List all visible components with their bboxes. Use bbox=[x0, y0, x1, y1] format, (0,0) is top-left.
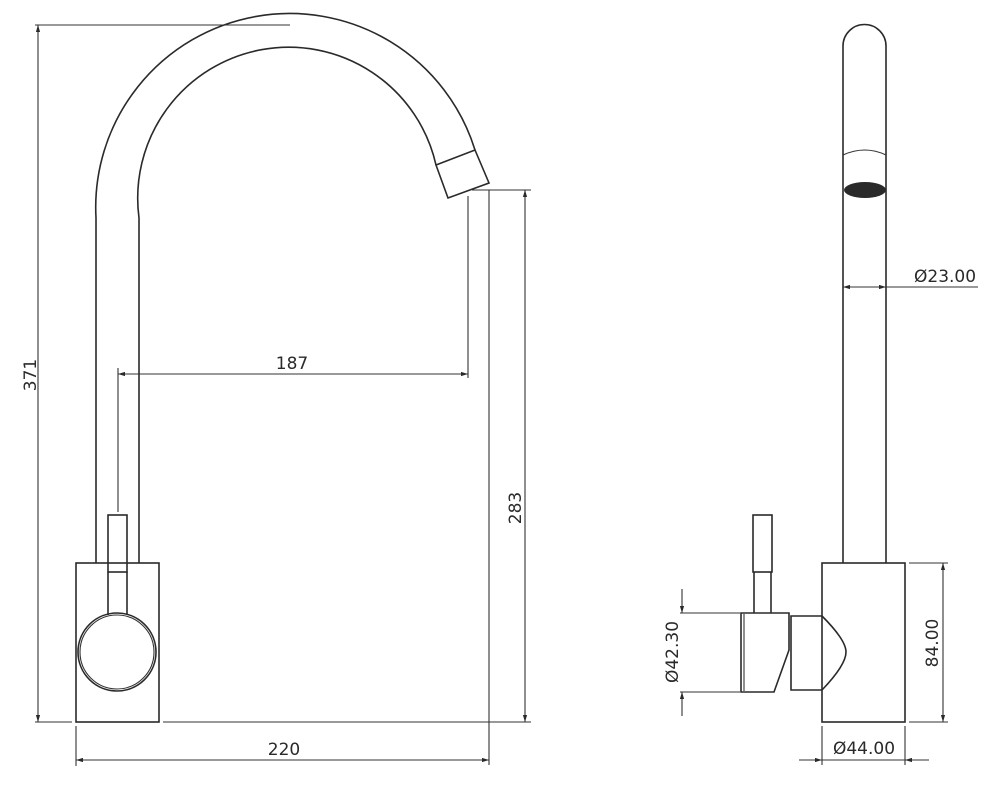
spout-outer-outline bbox=[94, 12, 476, 563]
spout-nozzle bbox=[434, 148, 491, 200]
dimension-label-187: 187 bbox=[276, 354, 308, 374]
dimension-spout-diameter: Ø23.00 bbox=[843, 267, 978, 290]
side-view bbox=[740, 23, 906, 723]
dimension-label-44: Ø44.00 bbox=[833, 739, 895, 759]
dimension-220: 220 bbox=[75, 726, 489, 766]
dimension-body-height: 84.00 bbox=[909, 562, 948, 723]
front-view bbox=[75, 12, 491, 723]
dimension-371: 371 bbox=[21, 24, 290, 723]
aerator-outlet bbox=[844, 182, 886, 198]
dimension-body-diameter: Ø44.00 bbox=[799, 726, 929, 765]
handle-circle-outer bbox=[77, 612, 157, 692]
dimension-handle-diameter: Ø42.30 bbox=[663, 589, 740, 716]
front-lever bbox=[107, 514, 128, 573]
front-body bbox=[75, 562, 160, 723]
aerator-ring bbox=[842, 149, 887, 156]
dimension-label-371: 371 bbox=[21, 359, 41, 391]
dimension-label-42-30: Ø42.30 bbox=[663, 621, 683, 683]
side-body bbox=[821, 562, 906, 723]
side-spout-tube bbox=[842, 23, 887, 563]
dimension-label-23: Ø23.00 bbox=[914, 267, 976, 287]
handle-circle-inner bbox=[79, 614, 155, 690]
dimension-283: 283 bbox=[163, 189, 531, 765]
dimension-label-283: 283 bbox=[506, 492, 526, 524]
side-handle-cone bbox=[790, 615, 847, 691]
dimension-label-84: 84.00 bbox=[923, 619, 943, 668]
side-handle bbox=[740, 612, 790, 693]
dimension-label-220: 220 bbox=[268, 740, 300, 760]
side-lever bbox=[752, 514, 773, 573]
dimension-187: 187 bbox=[117, 196, 469, 512]
spout-inner-outline bbox=[136, 46, 437, 563]
